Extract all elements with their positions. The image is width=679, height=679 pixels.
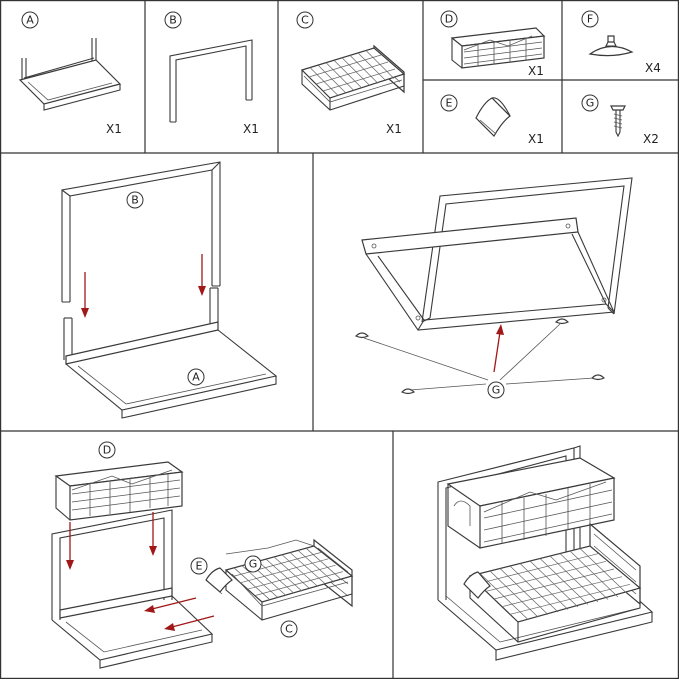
step-3-label-d-letter: D: [103, 444, 111, 457]
part-d-label: D: [441, 11, 457, 27]
part-b-quantity: X1: [243, 122, 259, 136]
part-b-label: B: [165, 12, 181, 28]
step-1-arrows: [81, 254, 206, 318]
part-g-label: G: [582, 95, 598, 111]
step-3-label-e: E: [191, 558, 207, 574]
part-f-quantity: X4: [645, 61, 661, 75]
part-e-letter: E: [446, 97, 453, 110]
part-b-drawing: [170, 40, 252, 122]
step-1-label-b: B: [127, 192, 143, 208]
part-c-letter: C: [301, 14, 309, 27]
part-f-cell: F X4: [582, 11, 661, 75]
part-g-cell: G X2: [582, 95, 659, 146]
step-1-label-b-letter: B: [131, 194, 139, 207]
step-2-back-frame: [422, 178, 632, 322]
part-e-label: E: [441, 95, 457, 111]
step-3-basket-c: [226, 540, 352, 620]
step-3-label-e-letter: E: [196, 560, 203, 573]
part-e-clip-drawing: [476, 98, 510, 136]
step-3-frame: [52, 510, 212, 668]
step-3-label-g: G: [245, 556, 261, 572]
step-1-frame-b: [62, 162, 220, 302]
part-d-basket-drawing: [452, 28, 544, 68]
step-3-arrows: [66, 512, 214, 631]
step-2-bottom-frame: [362, 218, 614, 330]
part-c-label: C: [297, 12, 313, 28]
step-4-upper-basket: [448, 458, 614, 548]
step-2-suction-cups: [356, 319, 604, 394]
part-g-screw-drawing: [611, 106, 625, 136]
part-d-quantity: X1: [528, 64, 544, 78]
part-f-label: F: [582, 11, 598, 27]
part-d-cell: D X1: [441, 11, 544, 78]
step-3-label-g-letter: G: [249, 558, 258, 571]
step-2-label-g: G: [488, 382, 504, 398]
part-g-letter: G: [586, 97, 595, 110]
step-2-label-g-letter: G: [492, 384, 501, 397]
part-e-quantity: X1: [528, 132, 544, 146]
step-3-label-c: C: [281, 621, 297, 637]
part-a-letter: A: [26, 14, 34, 27]
part-c-quantity: X1: [386, 122, 402, 136]
step-2-arrow: [494, 324, 504, 372]
part-a-drawing: [20, 38, 120, 110]
part-a-quantity: X1: [106, 122, 122, 136]
part-f-suction-cup-drawing: [590, 36, 632, 56]
part-e-cell: E X1: [441, 95, 544, 146]
part-c-basket-drawing: [302, 46, 404, 110]
part-b-cell: B X1: [165, 12, 259, 136]
step-2-panel: G: [356, 178, 632, 398]
part-d-letter: D: [445, 13, 453, 26]
part-f-letter: F: [587, 13, 593, 26]
step-1-base-a: [64, 288, 276, 418]
part-g-quantity: X2: [643, 132, 659, 146]
step-1-label-a: A: [188, 369, 204, 385]
part-a-label: A: [22, 12, 38, 28]
step-4-panel: [438, 446, 652, 660]
part-c-cell: C X1: [297, 12, 404, 136]
part-a-cell: A X1: [20, 12, 122, 136]
part-b-letter: B: [169, 14, 177, 27]
step-1-panel: B A: [62, 162, 276, 418]
step-3-label-c-letter: C: [285, 623, 293, 636]
step-1-label-a-letter: A: [192, 371, 200, 384]
step-3-label-d: D: [99, 442, 115, 458]
step-3-panel: D: [52, 442, 352, 668]
